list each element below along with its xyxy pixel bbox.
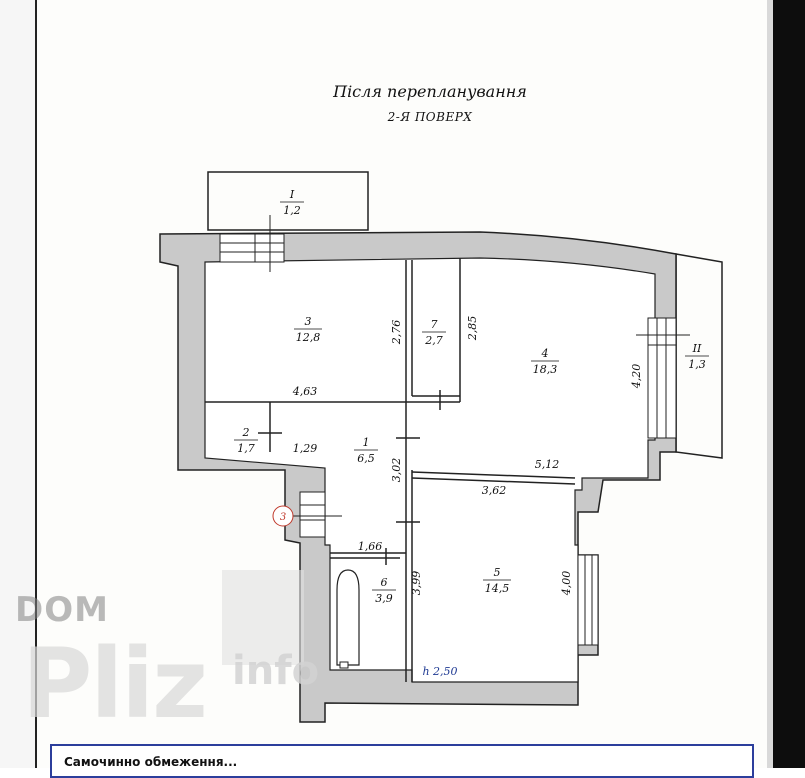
watermark-box	[222, 570, 304, 665]
bathtub	[336, 569, 360, 669]
svg-text:3,9: 3,9	[375, 592, 393, 605]
scan-dark-edge	[773, 0, 805, 768]
svg-text:II: II	[692, 342, 702, 355]
svg-text:1,3: 1,3	[688, 358, 706, 371]
dim-3-02: 3,02	[390, 458, 403, 483]
dim-1-29: 1,29	[293, 442, 318, 455]
dim-3-99: 3,99	[410, 571, 423, 596]
room-II-label: II 1,3	[685, 342, 709, 371]
svg-text:3: 3	[305, 315, 312, 328]
dim-5-12: 5,12	[535, 458, 560, 471]
svg-text:18,3: 18,3	[533, 363, 558, 376]
window-lower-right	[577, 554, 599, 646]
dim-4-20: 4,20	[630, 364, 643, 390]
dim-4-00: 4,00	[560, 571, 573, 597]
room-4-label: 4 18,3	[531, 347, 559, 376]
door-ticks	[258, 390, 441, 565]
room-3-label: 3 12,8	[294, 315, 322, 344]
watermark-pliz: Pliz	[22, 628, 208, 740]
room-2-label: 2 1,7	[234, 426, 258, 455]
watermark-dom: DOM	[15, 590, 109, 630]
entrance-marker-label: 3	[280, 512, 286, 523]
footer-note-text: Самочинно обмеження...	[64, 755, 238, 769]
room-6-label: 6 3,9	[372, 576, 396, 605]
svg-text:12,8: 12,8	[296, 331, 321, 344]
svg-text:7: 7	[431, 318, 438, 331]
entrance-marker-circle	[272, 505, 294, 527]
dim-1-66: 1,66	[358, 540, 383, 553]
ceiling-height: h 2,50	[422, 665, 457, 678]
svg-text:6,5: 6,5	[357, 452, 375, 465]
window-top	[219, 215, 285, 272]
svg-text:6: 6	[381, 576, 388, 589]
room-7-label: 7 2,7	[422, 318, 446, 347]
svg-text:5: 5	[494, 566, 501, 579]
svg-text:1,2: 1,2	[283, 204, 301, 217]
interior-space	[204, 257, 656, 683]
entrance-door	[290, 491, 342, 538]
svg-text:2: 2	[242, 426, 250, 439]
svg-text:I: I	[289, 188, 295, 201]
balcony-I-outline	[207, 171, 369, 231]
room-5-label: 5 14,5	[483, 566, 511, 595]
dim-2-76: 2,76	[390, 320, 403, 346]
dim-2-85: 2,85	[466, 316, 479, 342]
scan-edge	[767, 0, 773, 768]
watermark-info: info	[232, 648, 320, 694]
page-border-line	[35, 0, 37, 768]
footer-note-box: Самочинно обмеження...	[50, 744, 754, 778]
page-margin	[0, 0, 35, 768]
svg-text:14,5: 14,5	[485, 582, 510, 595]
svg-text:1,7: 1,7	[237, 442, 255, 455]
partitions	[205, 258, 576, 682]
dim-4-63: 4,63	[292, 385, 318, 398]
room-I-label: I 1,2	[280, 188, 304, 217]
svg-text:4: 4	[541, 347, 549, 360]
plan-title: Після перепланування	[333, 82, 527, 101]
plan-floor: 2-Я ПОВЕРХ	[387, 110, 473, 124]
svg-text:2,7: 2,7	[424, 334, 443, 347]
dim-3-62: 3,62	[482, 484, 507, 497]
svg-text:1: 1	[363, 436, 370, 449]
room-1-label: 1 6,5	[354, 436, 378, 465]
window-right	[636, 317, 690, 439]
